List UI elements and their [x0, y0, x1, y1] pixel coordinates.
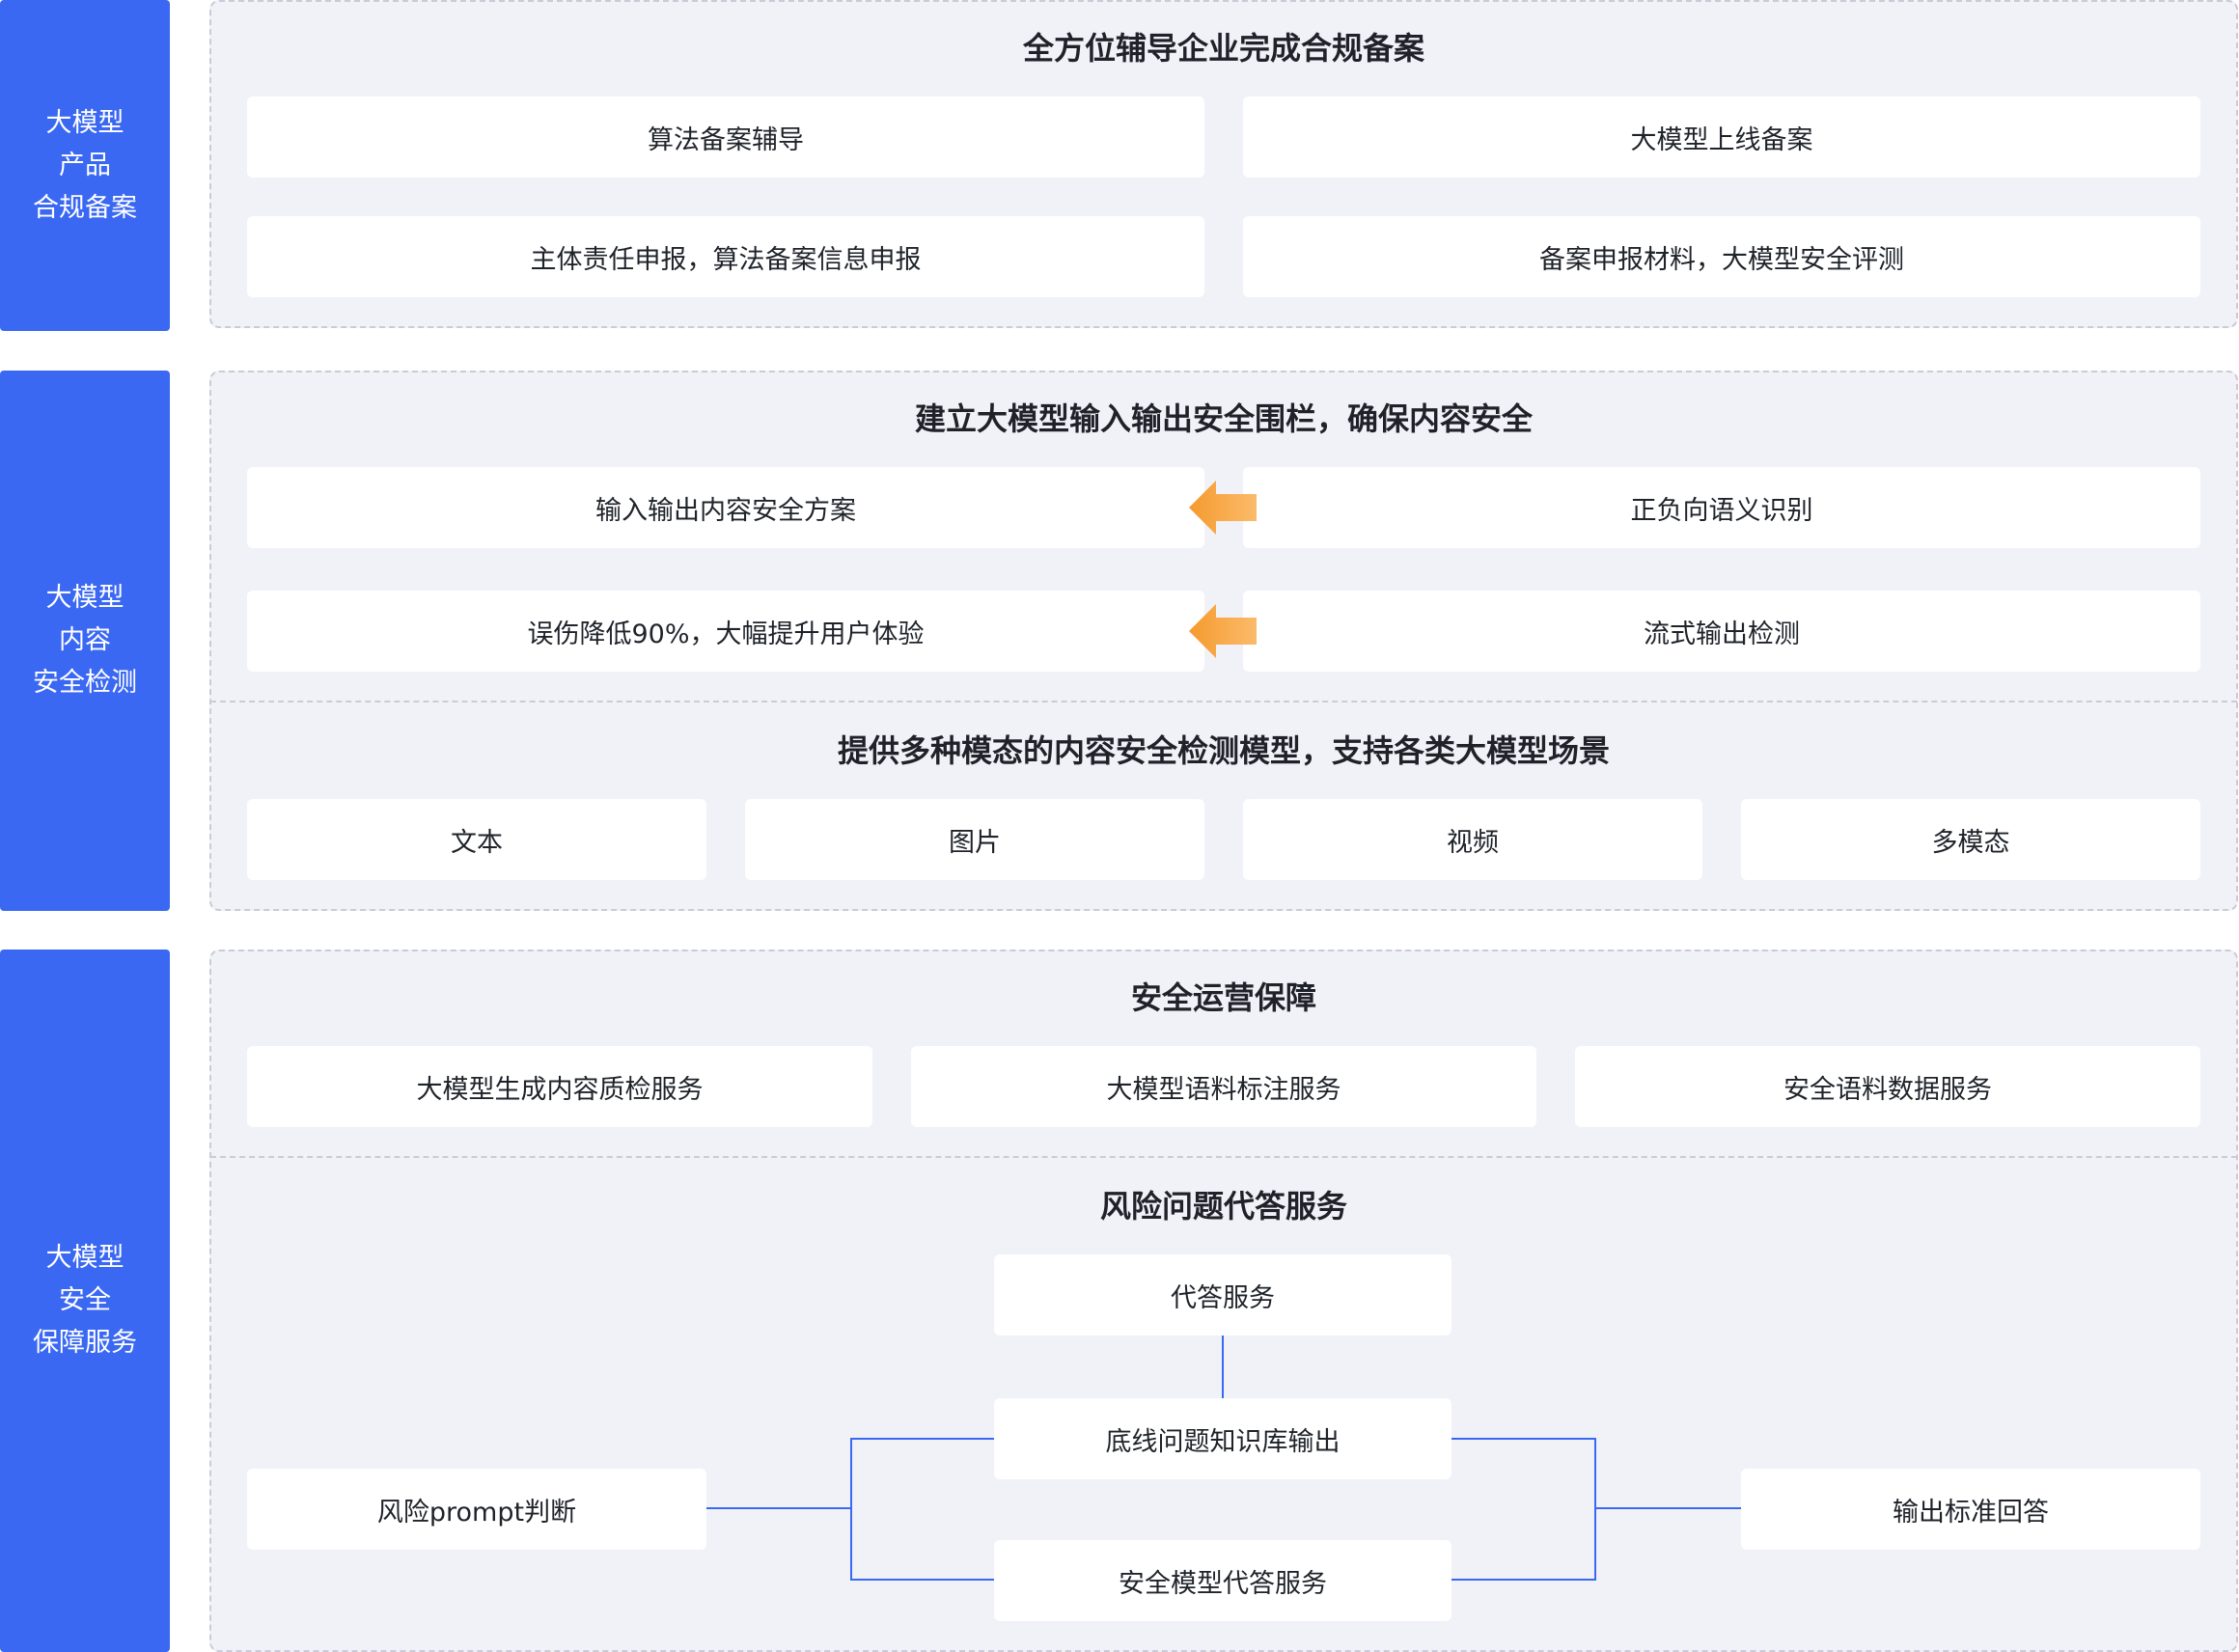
flow-safety-model-answer: 安全模型代答服务 — [994, 1540, 1451, 1621]
section-label-compliance: 大模型 产品 合规备案 — [0, 0, 170, 331]
compliance-item: 大模型上线备案 — [1243, 96, 2200, 178]
side-line: 安全检测 — [33, 668, 137, 698]
flow-standard-answer-output: 输出标准回答 — [1741, 1469, 2200, 1550]
section-divider — [210, 701, 2237, 702]
side-line: 内容 — [59, 625, 111, 655]
flow-knowledge-base-output: 底线问题知识库输出 — [994, 1398, 1451, 1479]
modality-heading: 提供多种模态的内容安全检测模型，支持各类大模型场景 — [837, 732, 1610, 769]
guardrail-left-item: 输入输出内容安全方案 — [247, 467, 1204, 548]
modality-item-image: 图片 — [745, 799, 1204, 880]
section-label-content-detection: 大模型 内容 安全检测 — [0, 371, 170, 911]
side-line: 大模型 — [45, 583, 124, 613]
guardrail-right-item: 流式输出检测 — [1243, 591, 2200, 672]
compliance-heading: 全方位辅导企业完成合规备案 — [1022, 30, 1424, 67]
side-line: 大模型 — [45, 1243, 124, 1273]
side-line: 保障服务 — [33, 1328, 137, 1358]
flow-risk-prompt-judgement: 风险prompt判断 — [247, 1469, 706, 1550]
flow-proxy-answer: 代答服务 — [994, 1254, 1451, 1335]
side-line: 安全 — [59, 1285, 111, 1315]
connector-branch-right — [1451, 1438, 1596, 1581]
proxy-answer-heading: 风险问题代答服务 — [1099, 1188, 1347, 1225]
guardrail-right-item: 正负向语义识别 — [1243, 467, 2200, 548]
guardrail-heading: 建立大模型输入输出安全围栏，确保内容安全 — [914, 400, 1533, 437]
service-item: 安全语料数据服务 — [1575, 1046, 2200, 1127]
guardrail-left-item: 误伤降低90%，大幅提升用户体验 — [247, 591, 1204, 672]
compliance-item: 算法备案辅导 — [247, 96, 1204, 178]
side-line: 合规备案 — [33, 192, 137, 223]
connector-branch-left — [850, 1438, 994, 1581]
service-item: 大模型语料标注服务 — [911, 1046, 1536, 1127]
section-label-security-service: 大模型 安全 保障服务 — [0, 950, 170, 1652]
operations-heading: 安全运营保障 — [1130, 979, 1316, 1016]
compliance-item: 主体责任申报，算法备案信息申报 — [247, 216, 1204, 297]
left-arrow-icon — [1189, 604, 1257, 658]
left-arrow-icon — [1189, 481, 1257, 535]
service-item: 大模型生成内容质检服务 — [247, 1046, 872, 1127]
side-line: 大模型 — [45, 107, 124, 138]
section-divider — [210, 1156, 2237, 1158]
modality-item-text: 文本 — [247, 799, 706, 880]
modality-item-video: 视频 — [1243, 799, 1702, 880]
side-line: 产品 — [59, 150, 111, 180]
modality-item-multimodal: 多模态 — [1741, 799, 2200, 880]
compliance-item: 备案申报材料，大模型安全评测 — [1243, 216, 2200, 297]
